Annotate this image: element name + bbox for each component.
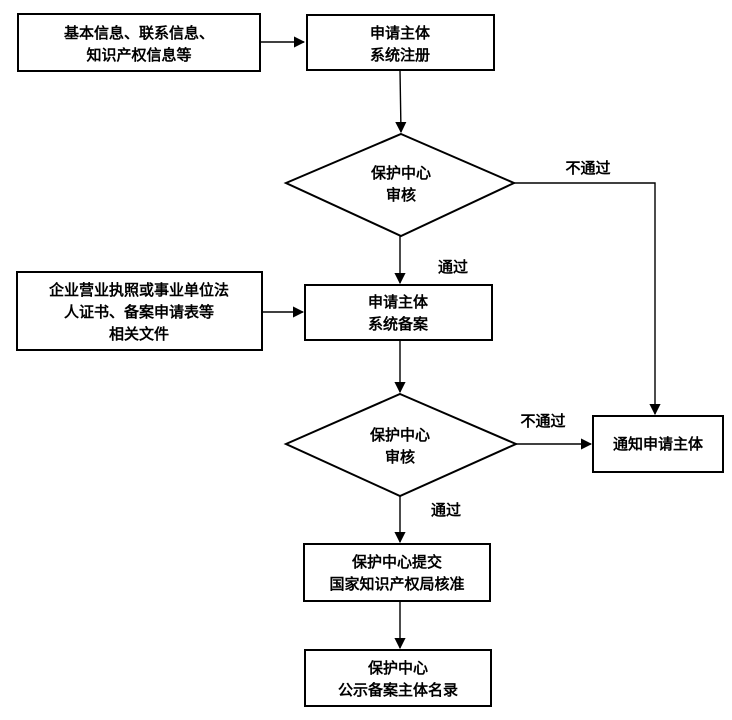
notify-applicant-box: 通知申请主体 bbox=[592, 415, 724, 473]
arrow-review-1-fail-to-notify bbox=[514, 182, 661, 416]
register-step-line-2: 系统注册 bbox=[370, 46, 430, 64]
review-1-pass-label: 通过 bbox=[438, 258, 468, 276]
registration-info-line-1: 基本信息、联系信息、 bbox=[63, 24, 214, 42]
arrow-register-to-review-1 bbox=[395, 69, 407, 134]
review-2-decision: 保护中心 审核 bbox=[283, 392, 519, 498]
connectors bbox=[261, 36, 661, 650]
filing-step-line-2: 系统备案 bbox=[368, 315, 429, 333]
register-step-line-1: 申请主体 bbox=[370, 24, 431, 42]
filing-docs-box: 企业营业执照或事业单位法 人证书、备案申请表等 相关文件 bbox=[16, 271, 263, 351]
notify-applicant-text: 通知申请主体 bbox=[613, 435, 704, 453]
review-2-fail-label: 不通过 bbox=[520, 412, 565, 430]
submit-step-line-2: 国家知识产权局核准 bbox=[329, 575, 464, 593]
review-2-line-2: 审核 bbox=[385, 448, 415, 466]
review-2-pass-label: 通过 bbox=[431, 501, 461, 519]
publish-step-line-2: 公示备案主体名录 bbox=[338, 681, 458, 699]
filing-step-box: 申请主体 系统备案 bbox=[304, 284, 493, 341]
review-1-line-1: 保护中心 bbox=[370, 164, 431, 182]
filing-docs-line-3: 相关文件 bbox=[109, 325, 169, 343]
review-1-fail-label: 不通过 bbox=[565, 159, 610, 177]
registration-info-box: 基本信息、联系信息、 知识产权信息等 bbox=[17, 13, 261, 72]
submit-step-line-1: 保护中心提交 bbox=[351, 553, 442, 571]
submit-step-box: 保护中心提交 国家知识产权局核准 bbox=[303, 543, 491, 602]
review-2-line-1: 保护中心 bbox=[369, 426, 430, 444]
filing-docs-line-1: 企业营业执照或事业单位法 bbox=[48, 281, 229, 299]
filing-step-line-1: 申请主体 bbox=[368, 293, 429, 311]
publish-step-line-1: 保护中心 bbox=[367, 659, 428, 677]
register-step-box: 申请主体 系统注册 bbox=[306, 14, 495, 71]
filing-docs-line-2: 人证书、备案申请表等 bbox=[64, 303, 214, 321]
review-1-line-2: 审核 bbox=[386, 186, 416, 204]
publish-step-box: 保护中心 公示备案主体名录 bbox=[304, 649, 492, 707]
review-1-decision: 保护中心 审核 bbox=[283, 132, 517, 238]
registration-info-line-2: 知识产权信息等 bbox=[86, 46, 191, 64]
